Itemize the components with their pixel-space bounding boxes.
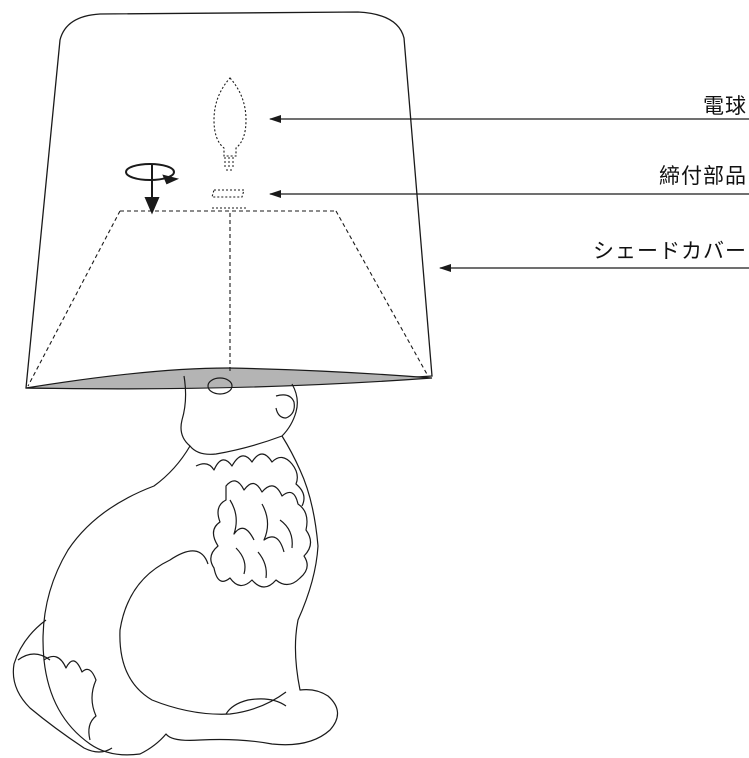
fastener-label: 締付部品 <box>659 164 747 188</box>
bulb-label: 電球 <box>703 94 747 118</box>
rabbit-nose <box>275 394 295 419</box>
fastener-outline <box>211 189 245 198</box>
rabbit-head <box>180 375 298 455</box>
shade-inner-rim <box>25 367 433 390</box>
rabbit-fur-chest <box>210 480 312 588</box>
rabbit-body <box>42 435 339 756</box>
shade-cover-label: シェードカバー <box>593 239 747 263</box>
rabbit-foreleg <box>119 550 287 715</box>
rabbit-hindfoot <box>12 619 113 753</box>
rotate-clockwise-arrow-icon <box>125 163 180 215</box>
leader-lines <box>269 115 749 272</box>
lampshade <box>25 11 433 390</box>
rabbit-base <box>12 375 339 756</box>
bulb-outline <box>213 77 247 171</box>
rabbit-fur-collar <box>195 453 305 507</box>
rabbit-ear <box>207 377 233 395</box>
shade-cover-frame <box>27 210 429 387</box>
